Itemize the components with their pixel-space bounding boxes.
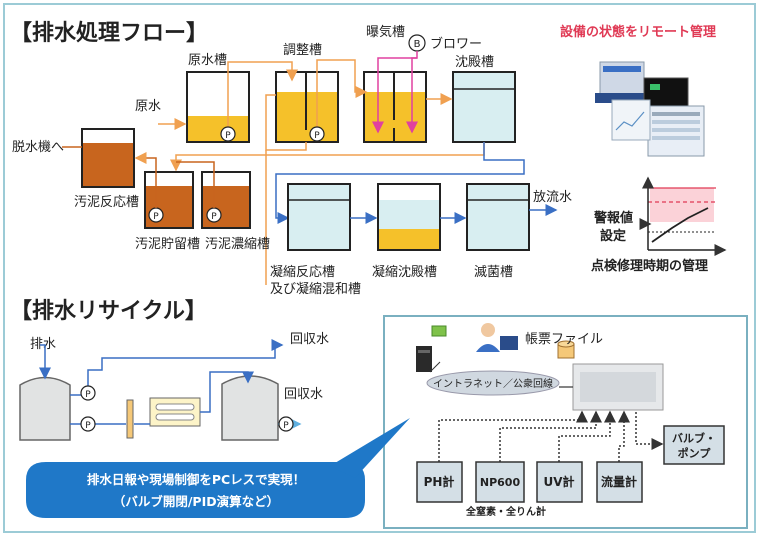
svg-text:P: P: [85, 421, 91, 431]
outer-frame: [3, 3, 756, 533]
callout-line-2: （バルブ開閉/PID演算など）: [113, 494, 279, 509]
aeration-tank: [363, 71, 427, 143]
alarm-chart: [639, 176, 727, 256]
remote-screens: [595, 61, 705, 157]
air-line-2: [406, 57, 418, 134]
pipe-raw-to-adjust: [227, 61, 298, 127]
discharge-label: 放流水: [533, 190, 572, 205]
pump-recycle-1: P: [80, 385, 96, 401]
recycle-title: 【排水リサイクル】: [10, 299, 207, 324]
form-file-label: 帳票ファイル: [525, 332, 603, 347]
valve-pump-box: [663, 425, 725, 465]
svg-text:P: P: [225, 131, 231, 141]
instrument-ph-label: PH計: [424, 474, 455, 489]
svg-text:P: P: [314, 131, 320, 141]
recycle-tank-2: [221, 375, 279, 441]
pipe-thicken-to-store: [176, 161, 215, 208]
remote-title: 設備の状態をリモート管理: [560, 24, 716, 40]
coag-reaction-tank: [287, 183, 351, 251]
alarm-label-1: 警報値: [594, 210, 633, 226]
valve-label-2: ポンプ: [678, 446, 712, 460]
sludge-storage-tank-label: 汚泥貯留槽: [135, 237, 200, 252]
instrument-flow-label: 流量計: [601, 474, 637, 489]
intranet-cloud: [426, 370, 560, 396]
signal-lines: [438, 410, 664, 462]
instrument-np600: [475, 461, 525, 503]
svg-text:P: P: [85, 390, 91, 400]
sludge-reaction-tank-label: 汚泥反応槽: [74, 195, 139, 210]
recycle-tank-1: [19, 376, 71, 441]
instrument-uv-label: UV計: [543, 474, 574, 489]
filter-element: [126, 399, 134, 439]
pump-sludge-store: P: [148, 207, 164, 223]
pipe-settle-to-coag: [275, 142, 525, 224]
membrane-module: [149, 397, 201, 427]
recovered-water-label-2: 回収水: [284, 387, 323, 402]
link-pc: [429, 361, 441, 373]
callout-bubble: [26, 418, 410, 518]
pump-recycle-2: P: [80, 416, 96, 432]
instrument-note: 全窒素・全りん計: [465, 505, 546, 518]
pipe-membrane-to-tank: [200, 371, 254, 413]
flow-title: 【排水処理フロー】: [10, 20, 208, 46]
valve-label-1: バルブ・: [672, 431, 716, 445]
coag-reaction-tank-label-1: 凝縮反応槽: [270, 264, 335, 280]
pump-raw: P: [220, 126, 236, 142]
sludge-thickening-tank-label: 汚泥濃縮槽: [205, 236, 270, 252]
recovered-water-label-1: 回収水: [290, 332, 329, 347]
pipe-settle-to-sludge: [170, 142, 485, 172]
pc-icon: [416, 346, 432, 372]
callout-line-1: 排水日報や現場制御をPCレスで実現！: [87, 472, 305, 487]
dehydrator-label: 脱水機へ: [12, 140, 64, 155]
pump-sludge-thicken: P: [206, 207, 222, 223]
coag-reaction-tank-label-2: 及び凝縮混和槽: [270, 281, 361, 297]
pipe-store-to-reaction: [134, 152, 157, 208]
raw-water-tank-label: 原水槽: [188, 53, 227, 68]
adjustment-tank: [275, 71, 339, 143]
air-line-1: [372, 51, 418, 134]
svg-text:P: P: [153, 212, 159, 222]
coag-settling-tank-label: 凝縮沈殿槽: [372, 264, 437, 280]
operator-icon: [476, 323, 518, 352]
svg-text:P: P: [283, 421, 289, 431]
sterilization-tank-label: 滅菌槽: [474, 265, 513, 280]
settling-tank: [452, 71, 516, 143]
blower-symbol: B: [414, 39, 421, 50]
intranet-label: イントラネット／公衆回線: [433, 377, 553, 390]
settling-tank-label: 沈殿槽: [455, 55, 494, 70]
sludge-reaction-tank: [81, 128, 135, 188]
pipe-adjust-to-aeration: [316, 59, 368, 130]
instrument-uv: [536, 461, 583, 503]
svg-text:P: P: [211, 212, 217, 222]
alarm-label-2: 設定: [600, 228, 626, 244]
instrument-flow: [596, 461, 643, 503]
sterilization-tank: [466, 183, 530, 251]
pump-adjust: P: [309, 126, 325, 142]
blower-label: ブロワー: [430, 36, 482, 52]
raw-water-label: 原水: [135, 99, 161, 114]
pump-recycle-3: P: [278, 416, 294, 432]
coag-settling-tank: [377, 183, 441, 251]
raw-water-tank: [186, 71, 250, 143]
controller-device: [572, 363, 664, 411]
instrument-np600-label: NP600: [480, 476, 521, 489]
pipe-drain-in: [39, 344, 51, 380]
adjustment-tank-label: 調整槽: [283, 43, 322, 58]
database-icon: [557, 340, 575, 359]
aeration-tank-label: 曝気槽: [366, 24, 405, 40]
mail-icon: [431, 325, 447, 337]
alarm-caption: 点検修理時期の管理: [591, 258, 708, 274]
